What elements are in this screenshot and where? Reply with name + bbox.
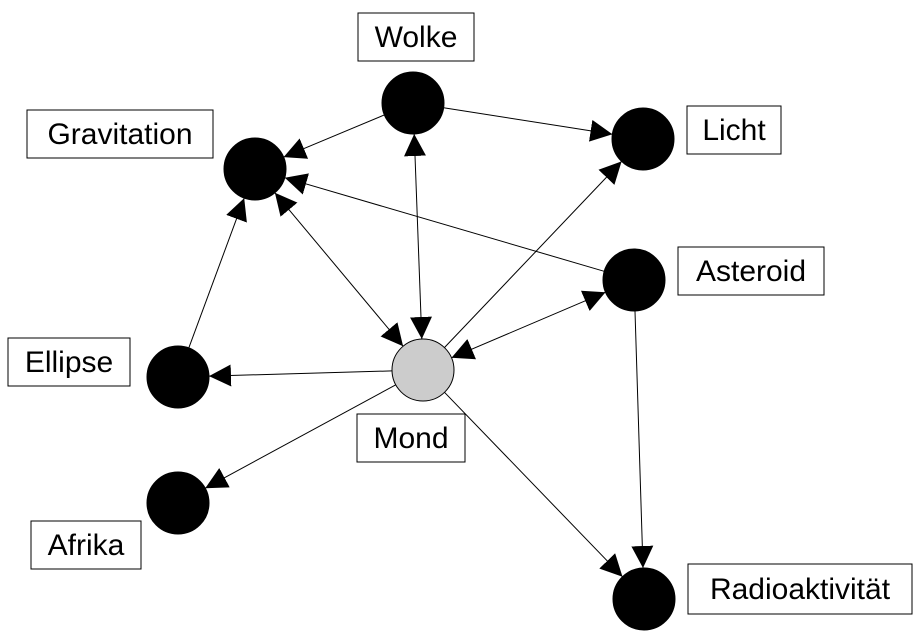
label-radioaktivitaet: Radioaktivität	[687, 563, 913, 615]
label-box-wolke	[357, 12, 475, 62]
label-text-mond: Mond	[373, 422, 448, 455]
label-licht: Licht	[686, 105, 782, 155]
node-wolke	[381, 71, 445, 135]
edge-gravitation-mond	[274, 192, 404, 347]
edge-mond-afrika	[204, 384, 397, 489]
edge-mond-asteroid	[451, 290, 606, 360]
label-box-radioaktivitaet	[687, 563, 913, 615]
edge-asteroid-gravitation	[284, 173, 605, 272]
edge-mond-licht	[444, 161, 622, 348]
label-text-wolke: Wolke	[375, 21, 458, 54]
node-mond	[391, 338, 455, 402]
label-wolke: Wolke	[357, 12, 475, 62]
edge-wolke-licht	[443, 107, 613, 142]
edges	[188, 107, 654, 578]
node-asteroid	[602, 248, 666, 312]
label-text-radioaktivitaet: Radioaktivität	[710, 573, 891, 606]
label-box-afrika	[30, 520, 142, 570]
label-afrika: Afrika	[30, 520, 142, 570]
node-ellipse	[146, 345, 210, 409]
label-text-asteroid: Asteroid	[696, 255, 806, 288]
node-licht	[611, 107, 675, 171]
label-text-afrika: Afrika	[48, 529, 125, 562]
node-afrika	[146, 471, 210, 535]
label-mond: Mond	[356, 413, 466, 463]
nodes	[146, 71, 676, 631]
edge-mond-ellipse	[208, 364, 393, 387]
edge-wolke-gravitation	[283, 114, 385, 159]
label-box-licht	[686, 105, 782, 155]
edge-mond-radioaktivitaet	[444, 391, 623, 578]
label-box-ellipse	[7, 337, 131, 387]
label-gravitation: Gravitation	[26, 109, 214, 159]
node-gravitation	[223, 137, 287, 201]
edge-wolke-mond	[404, 133, 432, 340]
label-box-gravitation	[26, 109, 214, 159]
label-asteroid: Asteroid	[677, 246, 825, 296]
edge-ellipse-gravitation	[188, 197, 247, 349]
label-box-mond	[356, 413, 466, 463]
label-box-asteroid	[677, 246, 825, 296]
label-text-licht: Licht	[702, 114, 766, 147]
label-text-gravitation: Gravitation	[47, 118, 192, 151]
edge-asteroid-radioaktivitaet	[631, 310, 654, 569]
label-ellipse: Ellipse	[7, 337, 131, 387]
label-text-ellipse: Ellipse	[25, 346, 113, 379]
node-radioaktivitaet	[612, 567, 676, 631]
